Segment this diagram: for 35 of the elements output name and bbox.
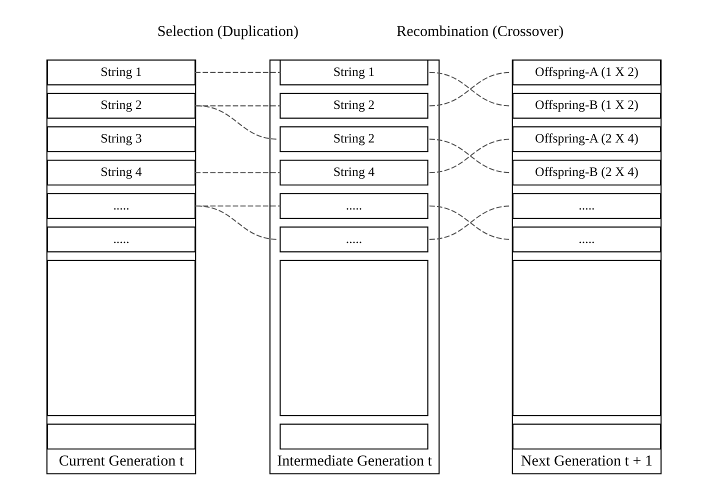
node-box [280,260,428,416]
connector [196,105,279,140]
connector [195,205,280,207]
node-box: String 2 [280,126,428,152]
connector [429,205,512,240]
node-box: Offspring-B (1 X 2) [512,92,662,119]
node-box: String 2 [280,92,428,119]
node-box: ..... [280,226,428,252]
connector [195,105,280,106]
node-box: ..... [46,193,196,219]
node-box [512,424,662,450]
node-box: ..... [280,193,428,219]
connector [195,172,280,174]
node-box: String 1 [46,59,196,86]
label: Selection (Duplication) [157,24,298,40]
node-box: ..... [46,226,196,252]
node-box [512,260,662,416]
connector [429,138,512,174]
connector [196,205,279,240]
node-box: ..... [512,193,662,219]
label: Recombination (Crossover) [396,24,564,40]
connector [195,72,280,73]
node-box: String 1 [280,59,428,86]
node-box: String 4 [280,160,428,186]
node-box [46,260,196,416]
node-box: Offspring-B (2 X 4) [512,160,662,186]
node-box [46,424,196,450]
node-box: String 3 [46,126,196,152]
node-box: ..... [512,226,662,252]
node-box [280,424,428,450]
node-box: String 4 [46,160,196,186]
node-box: Offspring-A (2 X 4) [512,126,662,152]
node-box: Offspring-A (1 X 2) [512,59,662,86]
connector [429,72,512,106]
node-box: String 2 [46,92,196,119]
